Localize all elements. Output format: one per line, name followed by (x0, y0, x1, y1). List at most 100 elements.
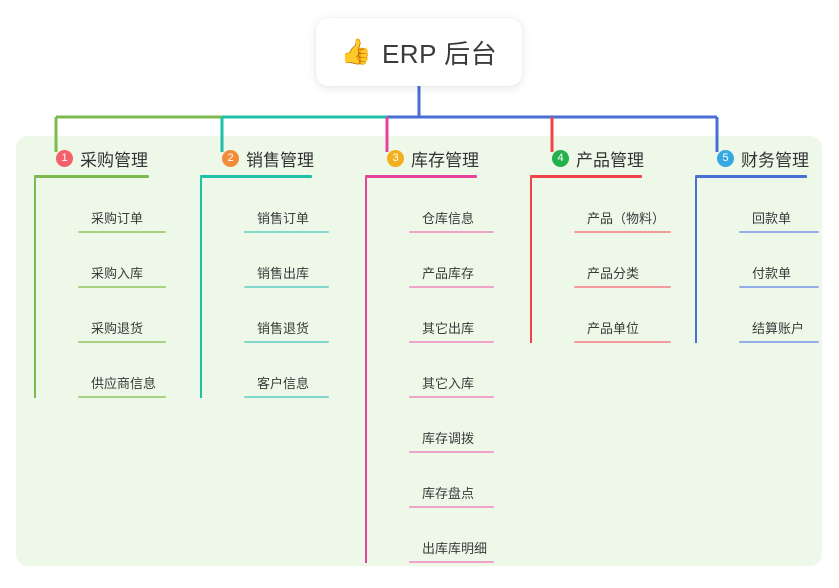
branch-item-label: 采购订单 (91, 211, 144, 226)
branch-item-underline (409, 286, 494, 288)
branch-item-underline (739, 286, 819, 288)
branch-item-underline (409, 506, 494, 508)
branch-item-underline (739, 231, 819, 233)
branch-title-3: 库存管理 (411, 150, 479, 170)
branch-item-underline (244, 231, 329, 233)
branch-items-4: 产品（物料） 产品分类产品单位 (530, 178, 671, 343)
branch-item-underline (409, 341, 494, 343)
branch-column-2: 2 销售管理销售订单销售出库销售退货客户信息 (200, 145, 329, 398)
root-node-title: ERP 后台 (381, 38, 498, 69)
branch-item-label: 库存盘点 (422, 486, 475, 501)
branch-item[interactable]: 结算账户 (739, 288, 819, 343)
branch-item-label: 其它出库 (422, 321, 475, 336)
branch-items-3: 仓库信息产品库存其它出库其它入库库存调拨库存盘点出库库明细 (365, 178, 494, 563)
branch-item-label: 库存调拨 (422, 431, 475, 446)
branch-item[interactable]: 销售出库 (244, 233, 329, 288)
branch-underline-3 (365, 175, 477, 178)
branch-underline-4 (530, 175, 642, 178)
branch-item-underline (574, 231, 671, 233)
branch-header-2[interactable]: 2 销售管理 (200, 145, 314, 171)
branch-item-underline (409, 231, 494, 233)
branch-badge-5: 5 (717, 149, 734, 167)
branch-item[interactable]: 库存调拨 (409, 398, 494, 453)
branch-spine-4 (530, 178, 532, 343)
branch-spine-3 (365, 178, 367, 563)
branch-badge-4: 4 (552, 149, 569, 167)
branch-badge-3: 3 (387, 149, 404, 167)
branches-panel (16, 136, 822, 566)
branch-item-underline (78, 286, 166, 288)
branch-item[interactable]: 供应商信息 (78, 343, 166, 398)
branch-item-underline (409, 396, 494, 398)
branch-item[interactable]: 库存盘点 (409, 453, 494, 508)
branch-items-1: 采购订单采购入库采购退货供应商信息 (34, 178, 166, 398)
branch-column-3: 3 库存管理仓库信息产品库存其它出库其它入库库存调拨库存盘点出库库明细 (365, 145, 494, 563)
branch-title-4: 产品管理 (576, 150, 644, 170)
branch-item[interactable]: 其它入库 (409, 343, 494, 398)
branch-spine-5 (695, 178, 697, 343)
branch-header-3[interactable]: 3 库存管理 (365, 145, 487, 171)
branch-item-underline (78, 396, 166, 398)
branch-item[interactable]: 回款单 (739, 178, 819, 233)
branch-spine-2 (200, 178, 202, 398)
branch-item-underline (244, 341, 329, 343)
thumbs-up-emoji: 👍 (340, 37, 372, 66)
branch-item-underline (244, 286, 329, 288)
branch-item-underline (739, 341, 819, 343)
branch-item[interactable]: 出库库明细 (409, 508, 494, 563)
branch-item-label: 仓库信息 (422, 211, 475, 226)
branch-item-label: 采购退货 (91, 321, 144, 336)
branch-item-label: 回款单 (752, 211, 792, 226)
branch-item-label: 产品分类 (587, 266, 640, 281)
branch-item-underline (78, 231, 166, 233)
branch-item-underline (244, 396, 329, 398)
branch-item-label: 产品库存 (422, 266, 475, 281)
branch-item-label: 结算账户 (752, 321, 805, 336)
branch-item-underline (409, 451, 494, 453)
branch-column-4: 4 产品管理产品（物料） 产品分类产品单位 (530, 145, 671, 343)
branch-underline-1 (34, 175, 149, 178)
branch-item-label: 其它入库 (422, 376, 475, 391)
branch-items-2: 销售订单销售出库销售退货客户信息 (200, 178, 329, 398)
branch-item[interactable]: 采购入库 (78, 233, 166, 288)
branch-item-underline (574, 286, 671, 288)
branch-item[interactable]: 采购退货 (78, 288, 166, 343)
branch-item-label: 采购入库 (91, 266, 144, 281)
branch-title-1: 采购管理 (80, 150, 148, 170)
branch-item[interactable]: 付款单 (739, 233, 819, 288)
branch-item-label: 销售订单 (257, 211, 310, 226)
branch-title-2: 销售管理 (246, 150, 314, 170)
branch-spine-1 (34, 178, 36, 398)
branch-item[interactable]: 客户信息 (244, 343, 329, 398)
branch-underline-2 (200, 175, 312, 178)
branch-item-label: 产品（物料） (587, 211, 666, 226)
branch-item[interactable]: 产品分类 (574, 233, 671, 288)
branch-item-underline (574, 341, 671, 343)
branch-item-label: 出库库明细 (422, 541, 488, 556)
branch-item[interactable]: 销售订单 (244, 178, 329, 233)
branch-column-5: 5 财务管理回款单付款单结算账户 (695, 145, 819, 343)
branch-item[interactable]: 产品库存 (409, 233, 494, 288)
branch-item[interactable]: 其它出库 (409, 288, 494, 343)
branch-item-underline (78, 341, 166, 343)
branch-items-5: 回款单付款单结算账户 (695, 178, 819, 343)
branch-header-5[interactable]: 5 财务管理 (695, 145, 809, 171)
branch-item-label: 销售出库 (257, 266, 310, 281)
branch-item[interactable]: 产品（物料） (574, 178, 671, 233)
branch-item-label: 客户信息 (257, 376, 310, 391)
branch-underline-5 (695, 175, 807, 178)
branch-item[interactable]: 产品单位 (574, 288, 671, 343)
branch-item-label: 供应商信息 (91, 376, 157, 391)
branch-item[interactable]: 销售退货 (244, 288, 329, 343)
branch-item-label: 付款单 (752, 266, 792, 281)
branch-badge-2: 2 (222, 149, 239, 167)
branch-item[interactable]: 仓库信息 (409, 178, 494, 233)
branch-title-5: 财务管理 (741, 150, 809, 170)
branch-item[interactable]: 采购订单 (78, 178, 166, 233)
branch-item-underline (409, 561, 494, 563)
branch-header-4[interactable]: 4 产品管理 (530, 145, 665, 171)
root-node-card[interactable]: 👍 ERP 后台 (316, 18, 522, 86)
branch-item-label: 销售退货 (257, 321, 310, 336)
